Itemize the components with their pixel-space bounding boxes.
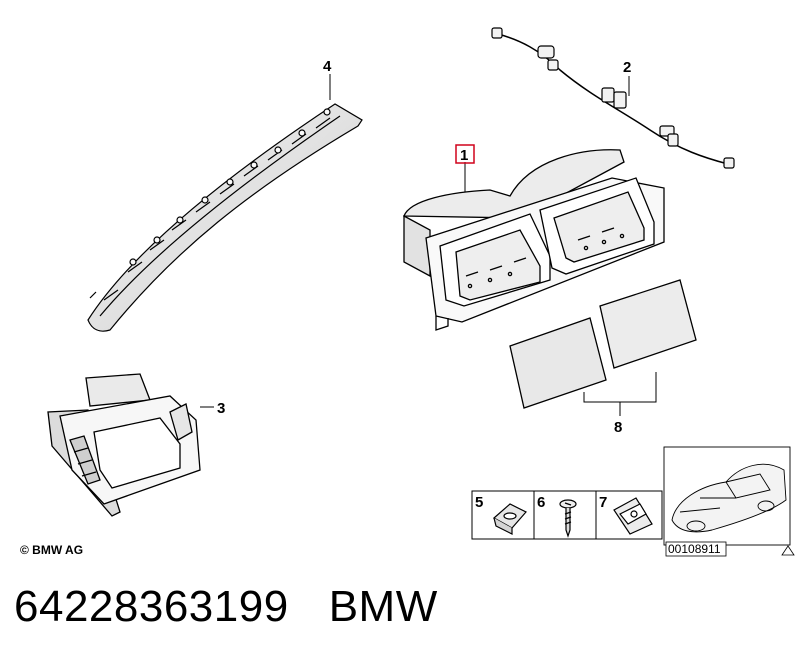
callout-6: 6 (537, 494, 545, 511)
callout-7: 7 (599, 494, 607, 511)
callout-5: 5 (475, 494, 483, 511)
copyright-text: © BMW AG (20, 543, 83, 557)
part-8-pads (509, 279, 697, 409)
diagram-id-box (665, 541, 727, 557)
part-2-cable (491, 27, 735, 169)
part-7-clip-nut (613, 497, 653, 535)
part-number: 64228363199 (14, 582, 289, 631)
warning-triangle-icon (781, 545, 795, 556)
brand-name: BMW (328, 582, 438, 631)
diagram-id: 00108911 (668, 542, 721, 556)
callout-4: 4 (323, 58, 332, 75)
callout-1: 1 (460, 147, 468, 164)
callout-1-highlight-box (455, 144, 475, 164)
part-6-screw (559, 499, 577, 538)
part-5-clip (492, 503, 527, 535)
callout-3: 3 (217, 400, 225, 417)
part-3-single-vent (47, 373, 201, 517)
callout-8: 8 (614, 419, 622, 436)
car-thumbnail (663, 446, 791, 546)
callout-2: 2 (623, 59, 631, 76)
part-number-caption: 64228363199 BMW (14, 582, 438, 632)
part-1-vent-housing (403, 149, 665, 331)
part-4-trim-strip (87, 103, 363, 332)
